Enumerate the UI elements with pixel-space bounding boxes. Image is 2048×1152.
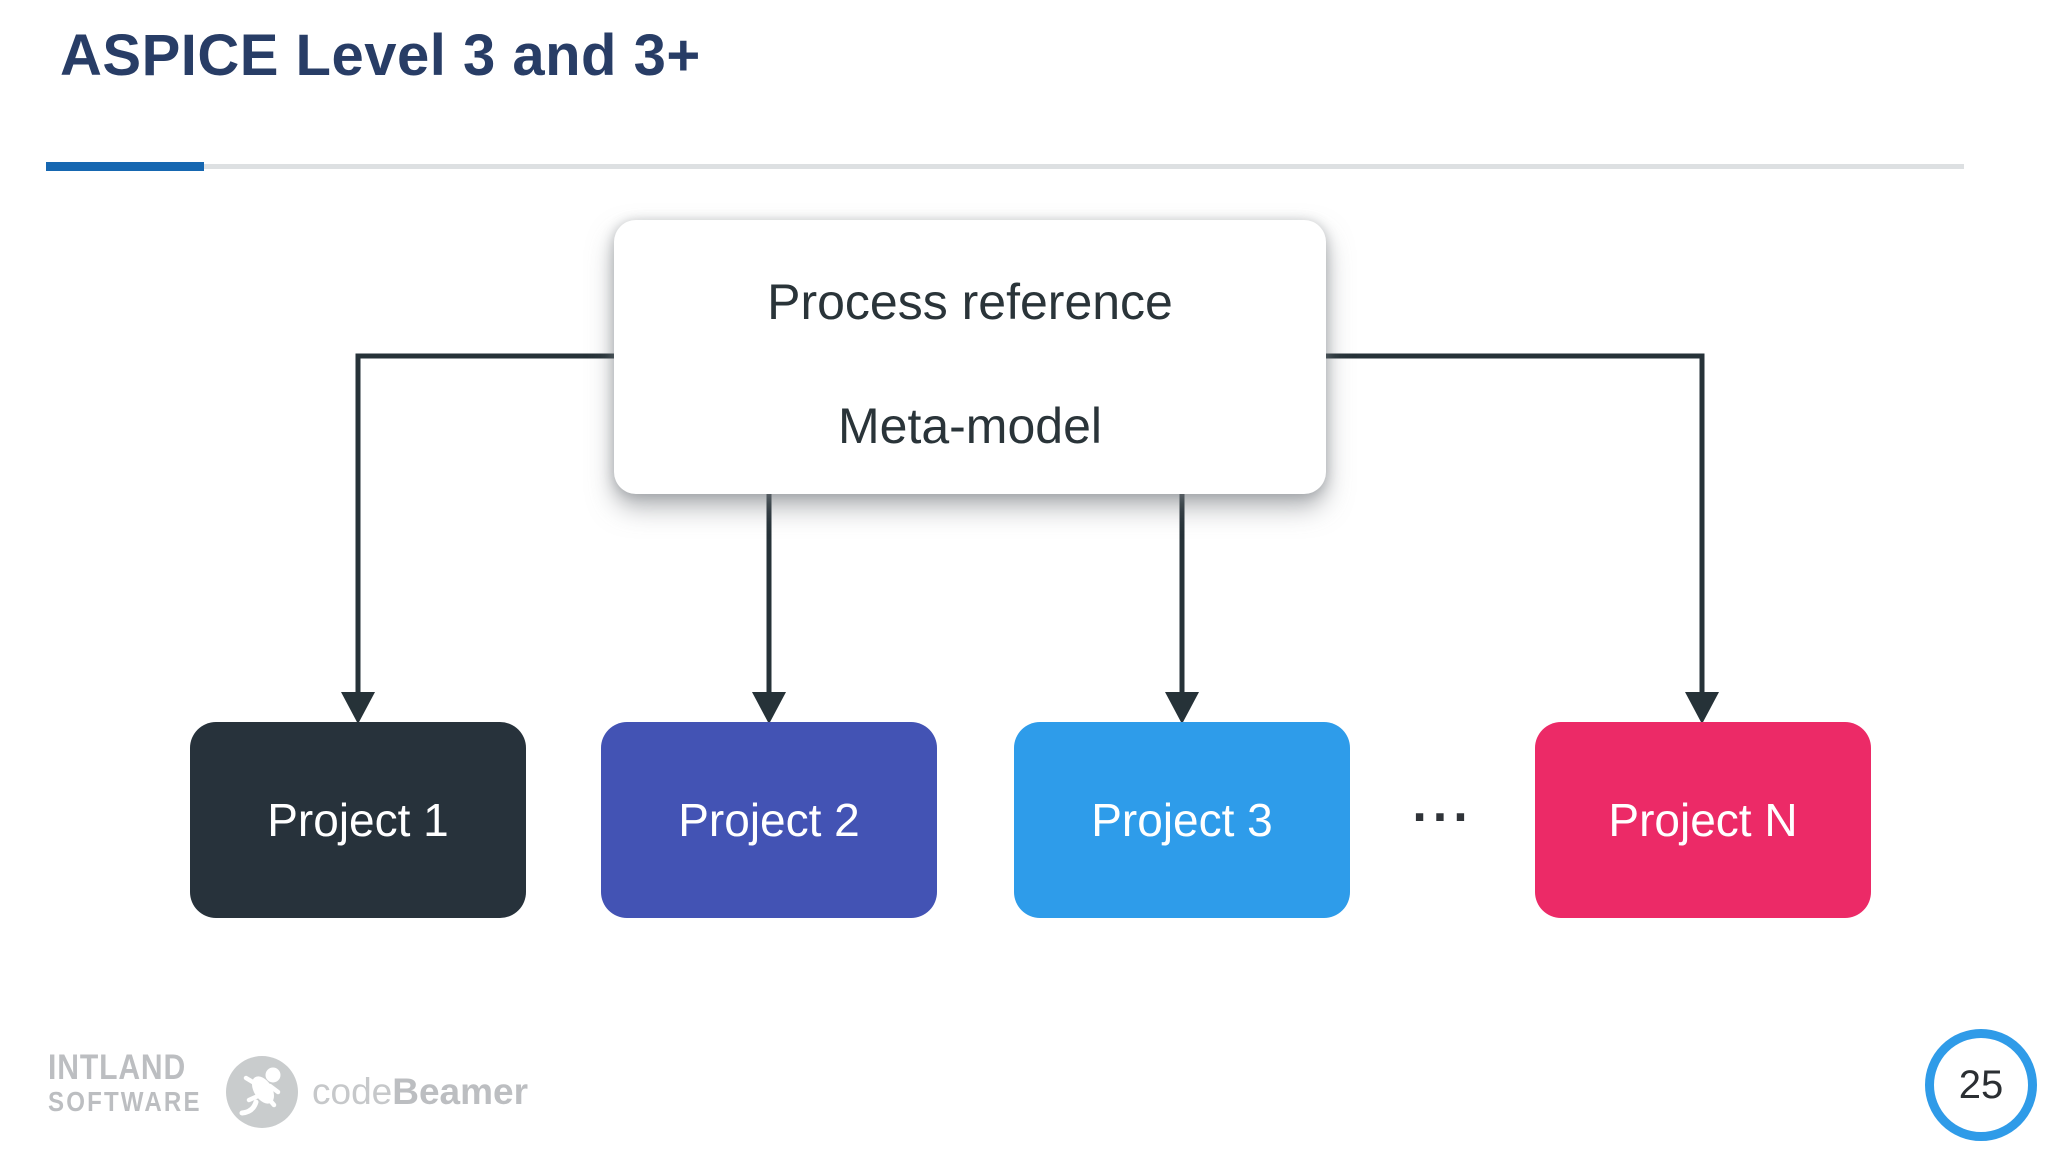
- projects-ellipsis: ...: [1412, 775, 1474, 833]
- project-2-label: Project 2: [678, 794, 860, 846]
- arrow-to-project-n: [1326, 353, 1719, 724]
- meta-model-box: Process reference Meta-model: [614, 220, 1326, 494]
- slide-title: ASPICE Level 3 and 3+: [60, 23, 701, 88]
- intland-logo-line1: INTLAND: [48, 1048, 187, 1087]
- arrow-to-project-3: [1165, 492, 1199, 724]
- intland-software-logo: INTLAND SOFTWARE: [48, 1050, 202, 1116]
- arrow-to-project-1: [341, 353, 614, 724]
- codebeamer-logo-beamer: Beamer: [392, 1071, 528, 1112]
- project-3-label: Project 3: [1091, 794, 1273, 846]
- project-2-box: Project 2: [601, 722, 937, 918]
- project-n-box: Project N: [1535, 722, 1871, 918]
- title-divider-rule: [204, 164, 1964, 169]
- project-1-label: Project 1: [267, 794, 449, 846]
- meta-model-box-line2: Meta-model: [838, 398, 1102, 454]
- project-1-box: Project 1: [190, 722, 526, 918]
- title-divider-accent: [46, 162, 204, 171]
- page-number-badge: 25: [1925, 1029, 2037, 1141]
- project-n-label: Project N: [1608, 794, 1798, 846]
- page-number: 25: [1958, 1062, 2004, 1107]
- arrow-to-project-2: [752, 492, 786, 724]
- intland-logo-line2: SOFTWARE: [48, 1086, 202, 1117]
- meta-model-box-line1: Process reference: [767, 274, 1173, 330]
- gecko-icon: [226, 1056, 298, 1128]
- project-3-box: Project 3: [1014, 722, 1350, 918]
- codebeamer-logo-code: code: [312, 1071, 393, 1112]
